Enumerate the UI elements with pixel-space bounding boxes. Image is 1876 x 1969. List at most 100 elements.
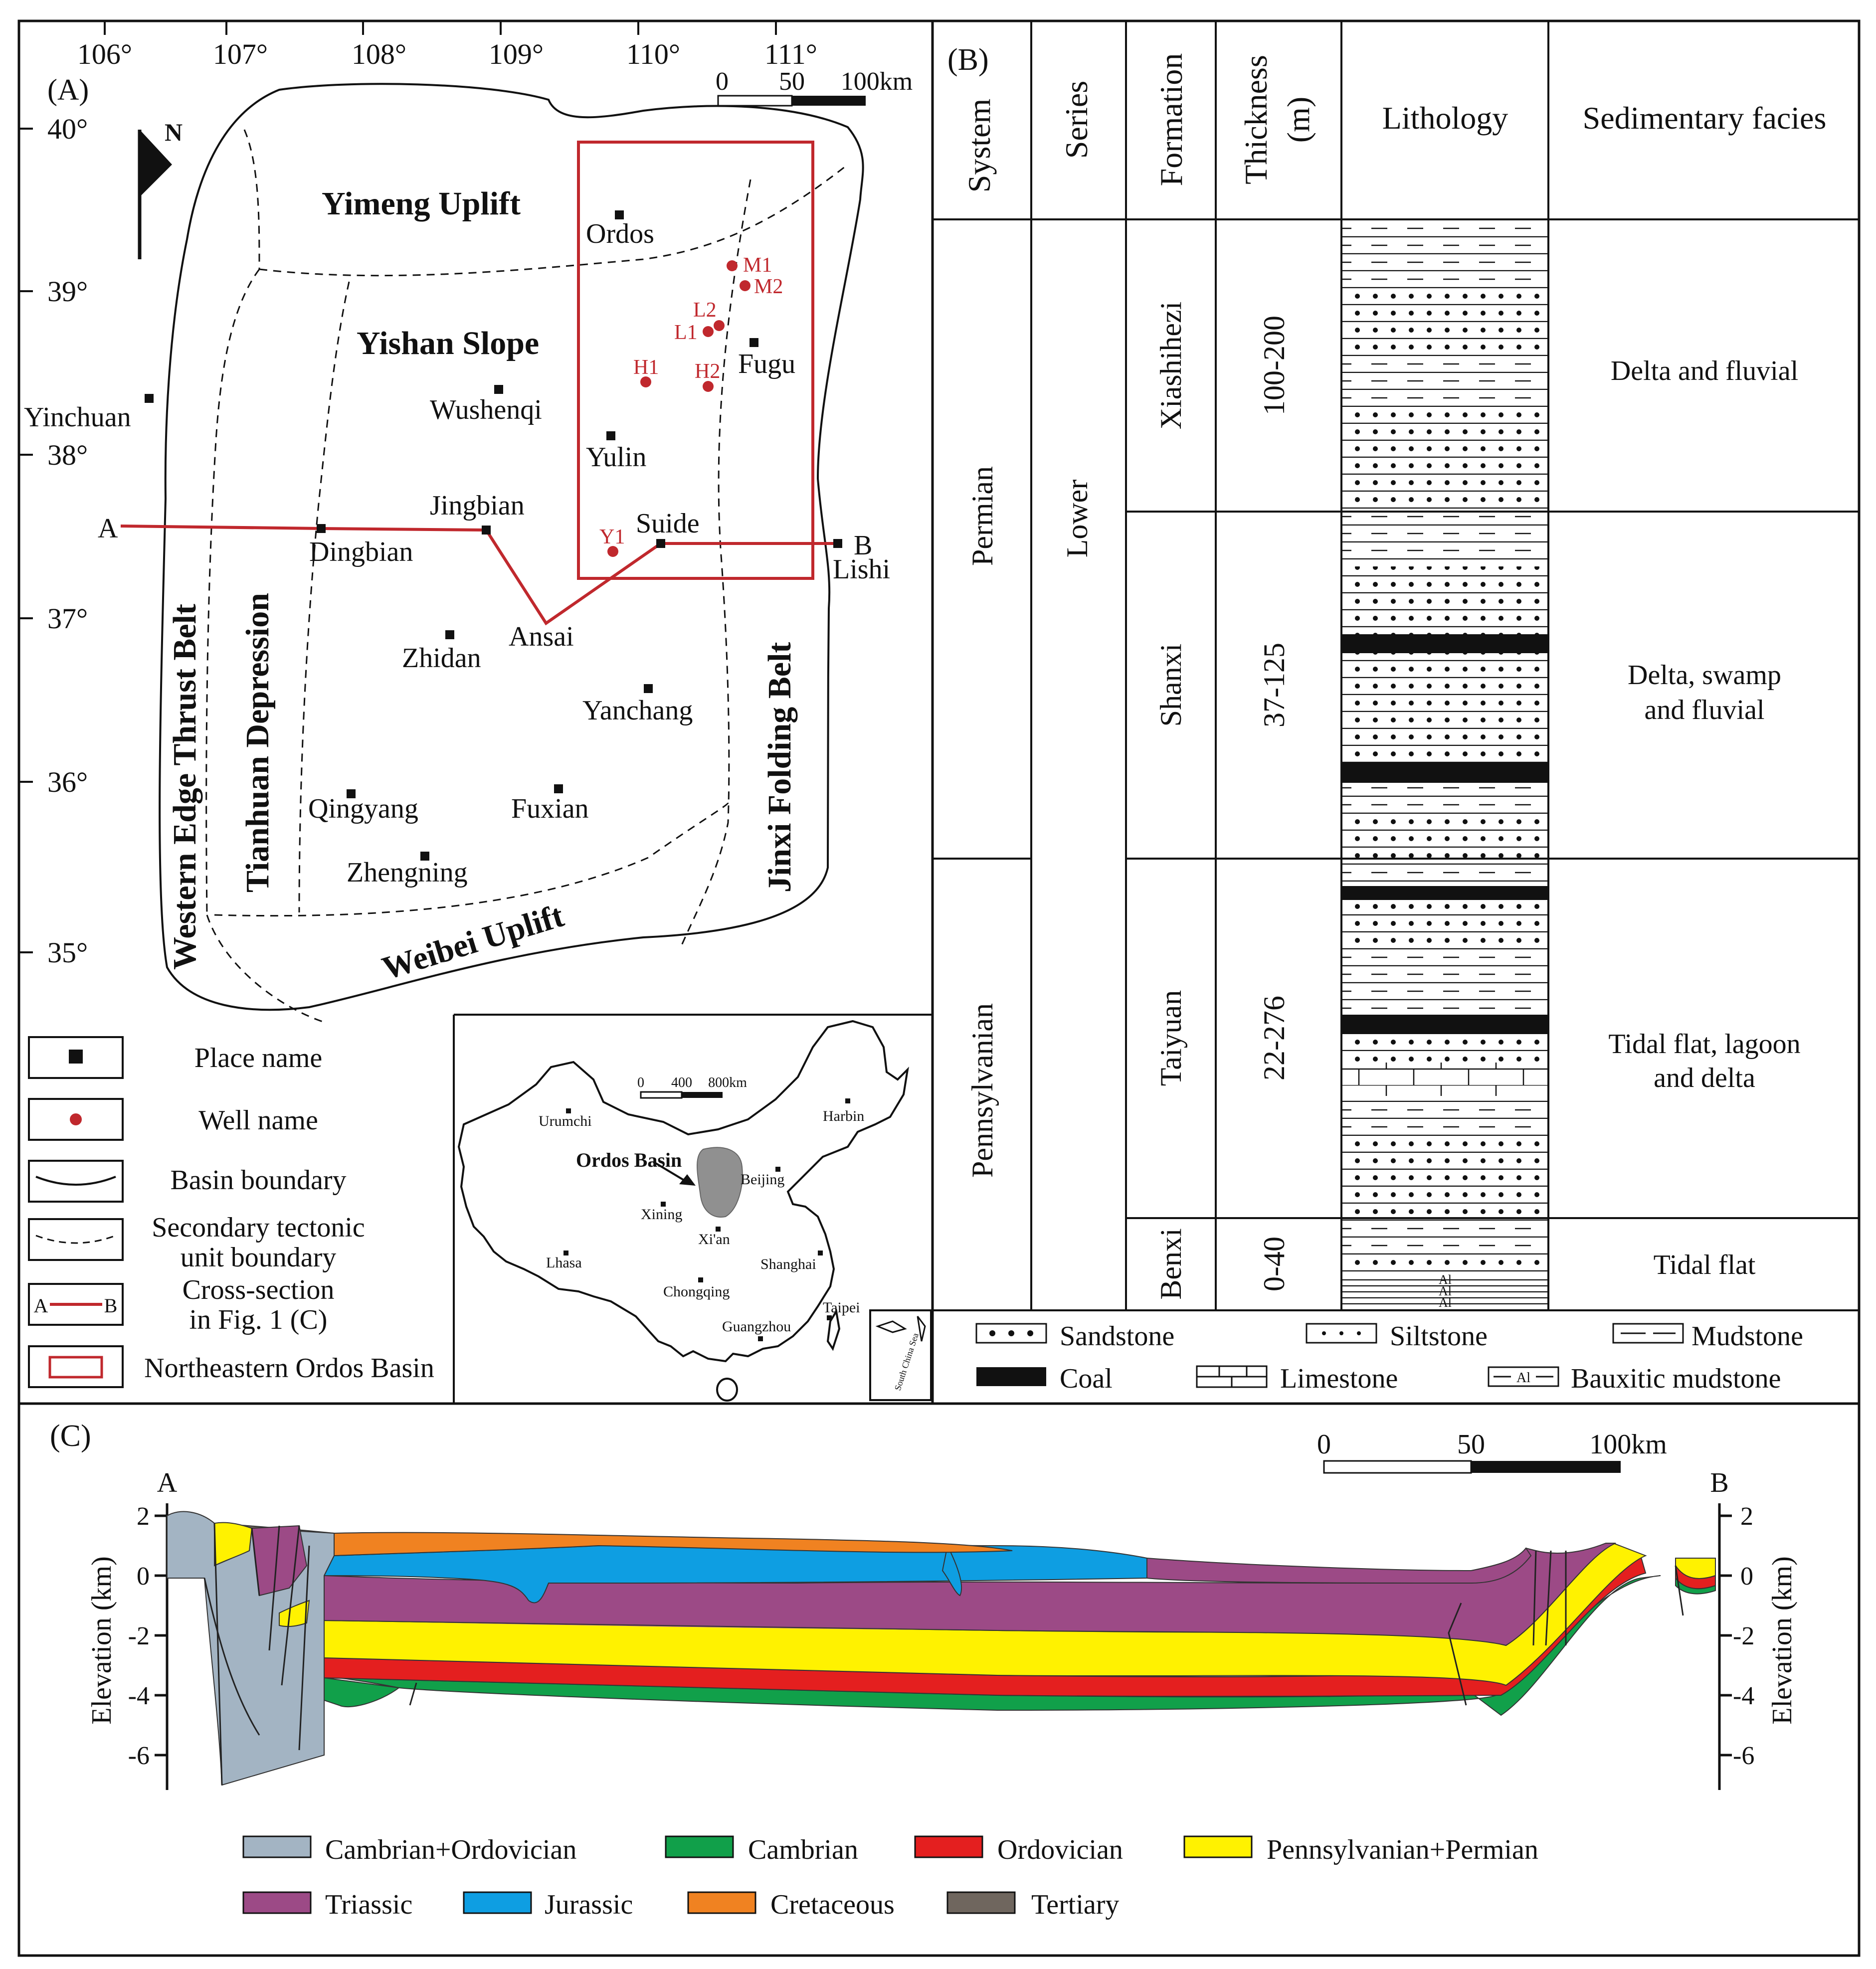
formation-taiyuan: Taiyuan — [1154, 990, 1187, 1086]
section-scale-bar: 0 50 100km — [1317, 1429, 1667, 1474]
western-edge-thrust-belt-label: Western Edge Thrust Belt — [167, 604, 203, 970]
lat-39: 39° — [47, 275, 88, 308]
section-line — [120, 525, 838, 626]
place-fuxian: Fuxian — [511, 793, 589, 824]
svg-text:100km: 100km — [841, 67, 913, 96]
panel-a-map: (A) 106° 107° 108° 109° 110° 111° 40° 39… — [19, 21, 913, 1023]
ytick-left-0: 0 — [137, 1562, 150, 1591]
system-permian: Permian — [966, 466, 999, 566]
well-y1: Y1 — [599, 526, 625, 548]
svg-text:Shanghai: Shanghai — [760, 1256, 816, 1272]
tectonic-boundaries — [205, 129, 848, 1023]
svg-text:Al: Al — [1439, 1272, 1452, 1287]
svg-text:50: 50 — [1457, 1429, 1485, 1460]
figure-frame — [17, 19, 1861, 1957]
svg-text:Xi'an: Xi'an — [698, 1231, 730, 1248]
section-end-a: A — [98, 513, 118, 544]
ordos-basin-label: Ordos Basin — [576, 1149, 682, 1171]
legend-well-name: Well name — [198, 1105, 318, 1136]
lithology-column: Al Al Al — [1342, 219, 1547, 1310]
lat-40: 40° — [47, 113, 88, 145]
svg-text:Chongqing: Chongqing — [663, 1283, 730, 1300]
place-yanchang: Yanchang — [582, 695, 693, 726]
place-yulin: Yulin — [586, 442, 646, 473]
svg-text:Guangzhou: Guangzhou — [722, 1318, 791, 1335]
svg-text:0: 0 — [1317, 1429, 1331, 1460]
ordos-basin-shape — [697, 1147, 743, 1218]
longitude-labels: 106° 107° 108° 109° 110° 111° — [77, 38, 817, 70]
lat-36: 36° — [47, 766, 88, 798]
svg-text:Beijing: Beijing — [741, 1171, 784, 1188]
place-qingyang: Qingyang — [308, 793, 418, 824]
well-l2: L2 — [693, 299, 717, 322]
facies-shanxi-2: and fluvial — [1644, 695, 1764, 725]
ytick-right-2: 2 — [1740, 1502, 1753, 1531]
system-pennsylvanian: Pennsylvanian — [966, 1003, 999, 1178]
legend-bauxitic-mudstone: Bauxitic mudstone — [1571, 1363, 1781, 1394]
svg-text:100km: 100km — [1589, 1429, 1667, 1460]
place-lishi: Lishi — [833, 554, 890, 585]
legend-sandstone: Sandstone — [1060, 1321, 1174, 1352]
tianhuan-depression-label: Tianhuan Depression — [239, 593, 276, 893]
thickness-benxi: 0-40 — [1258, 1237, 1291, 1291]
legend-tertiary: Tertiary — [1031, 1889, 1119, 1920]
layer-cretaceous — [334, 1532, 1013, 1557]
legend-mudstone: Mudstone — [1691, 1321, 1803, 1352]
ytick-right-m2: -2 — [1733, 1622, 1754, 1650]
ytick-right-m6: -6 — [1733, 1742, 1754, 1770]
legend-unit-boundary: unit boundary — [181, 1242, 337, 1273]
facies-xiashihezi: Delta and fluvial — [1611, 356, 1798, 386]
svg-text:0: 0 — [716, 67, 729, 96]
formation-shanxi: Shanxi — [1154, 644, 1187, 727]
legend-basin-boundary: Basin boundary — [170, 1165, 346, 1196]
place-wushenqi: Wushenqi — [430, 394, 542, 425]
legend-cambrian-ordovician: Cambrian+Ordovician — [325, 1834, 576, 1865]
cross-section-layers — [167, 1511, 1716, 1786]
well-h2: H2 — [695, 360, 720, 383]
svg-text:Al: Al — [1516, 1370, 1530, 1386]
svg-text:50: 50 — [779, 67, 805, 96]
header-thickness: Thickness — [1238, 55, 1274, 184]
ytick-right-m4: -4 — [1733, 1682, 1754, 1710]
lat-37: 37° — [47, 602, 88, 635]
ytick-left-m4: -4 — [128, 1682, 150, 1710]
thickness-xiashihezi: 100-200 — [1258, 316, 1291, 415]
legend-cambrian: Cambrian — [748, 1834, 858, 1865]
facies-shanxi-1: Delta, swamp — [1628, 660, 1781, 691]
thickness-shanxi: 37-125 — [1258, 643, 1291, 727]
place-markers — [145, 210, 842, 861]
section-a-label: A — [157, 1467, 178, 1498]
panel-c-cross-section: (C) A B 0 50 100km 2 0 -2 -4 -6 — [50, 1419, 1798, 1920]
ylabel-left: Elevation (km) — [86, 1556, 117, 1724]
facies-benxi: Tidal flat — [1654, 1250, 1756, 1280]
header-formation: Formation — [1153, 53, 1189, 186]
svg-text:Taipei: Taipei — [823, 1299, 860, 1316]
section-end-b: B — [854, 530, 872, 561]
latitude-labels: 40° 39° 38° 37° 36° 35° — [47, 113, 88, 969]
svg-text:Lhasa: Lhasa — [546, 1254, 582, 1271]
jinxi-folding-belt-label: Jinxi Folding Belt — [761, 642, 798, 893]
ylabel-right: Elevation (km) — [1767, 1556, 1798, 1724]
well-m2: M2 — [754, 275, 783, 298]
legend-triassic: Triassic — [325, 1889, 412, 1920]
yishan-slope-label: Yishan Slope — [357, 325, 539, 361]
svg-text:Xining: Xining — [641, 1206, 682, 1223]
legend-cross-section: Cross-section — [183, 1274, 335, 1305]
section-b-label: B — [1710, 1467, 1728, 1498]
legend-coal: Coal — [1060, 1363, 1113, 1394]
lon-108: 108° — [352, 38, 406, 70]
legend-ne-ordos: Northeastern Ordos Basin — [144, 1353, 434, 1384]
legend-penn-permian: Pennsylvanian+Permian — [1267, 1834, 1538, 1865]
layer-jurassic-dip — [941, 1544, 962, 1597]
layer-right-tip-green — [1675, 1577, 1716, 1595]
layer-triassic-top — [1146, 1547, 1532, 1584]
svg-text:Al: Al — [1439, 1295, 1452, 1310]
yimeng-uplift-label: Yimeng Uplift — [322, 185, 521, 222]
well-markers — [607, 260, 750, 557]
panel-b-stratigraphy: (B) System Series Formation Thickness (m… — [870, 21, 1859, 1394]
header-facies: Sedimentary facies — [1583, 100, 1827, 136]
inset-city-names: Harbin Urumchi Beijing Xining Xi'an Lhas… — [539, 1108, 864, 1335]
lon-106: 106° — [77, 38, 132, 70]
place-ansai: Ansai — [509, 621, 574, 652]
